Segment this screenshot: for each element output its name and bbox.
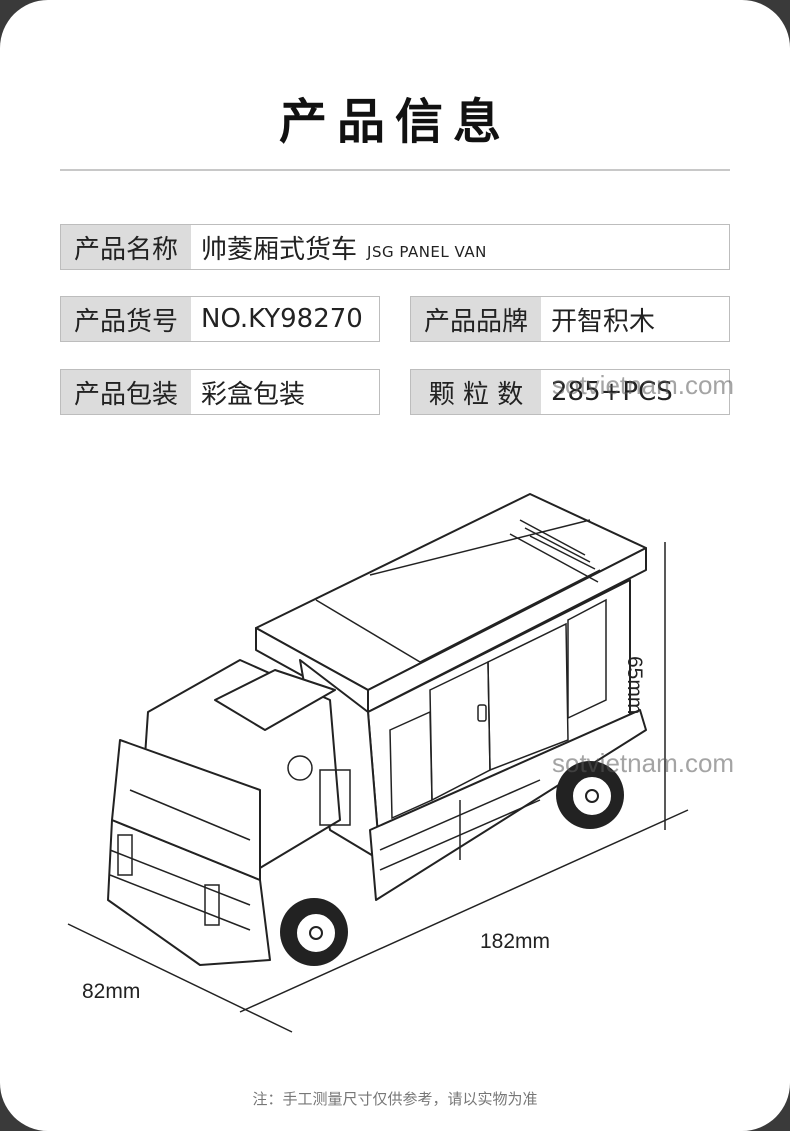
product-package-label: 产品包装 — [61, 370, 191, 414]
watermark-2: sotvietnam.com — [552, 748, 735, 778]
divider — [60, 169, 730, 171]
chassis-rail — [369, 709, 647, 901]
product-name-value: 帅菱厢式货车 JSG PANEL VAN — [191, 225, 487, 269]
cargo-roof-side-edge — [367, 547, 647, 713]
measurement-note: 注：手工测量尺寸仅供参考，请以实物为准 — [252, 1090, 538, 1108]
row-piece-count: 颗 粒 数 285+PCS — [410, 369, 730, 415]
row-product-sku: 产品货号 NO.KY98270 — [60, 296, 380, 342]
product-package-value: 彩盒包装 — [201, 379, 306, 410]
height-dimension: 65mm — [623, 656, 646, 715]
row-product-name: 产品名称 帅菱厢式货车 JSG PANEL VAN — [60, 224, 730, 270]
product-sku-value: NO.KY98270 — [201, 304, 363, 334]
roof-spoiler — [214, 669, 336, 731]
product-name-label: 产品名称 — [61, 225, 191, 269]
product-brand-label: 产品品牌 — [411, 297, 541, 341]
product-name-en: JSG PANEL VAN — [367, 243, 487, 261]
rear-wheel — [556, 761, 624, 829]
width-dim-line — [67, 923, 293, 1033]
windshield — [111, 739, 261, 881]
product-name-cn: 帅菱厢式货车 — [201, 234, 358, 265]
product-sku-label: 产品货号 — [61, 297, 191, 341]
watermark-1: sotvietnam.com — [552, 370, 735, 400]
row-product-package: 产品包装 彩盒包装 — [60, 369, 380, 415]
piece-count-label: 颗 粒 数 — [411, 370, 541, 414]
product-brand-value: 开智积木 — [551, 306, 656, 337]
length-dim-line — [239, 809, 689, 1013]
row-product-brand: 产品品牌 开智积木 — [410, 296, 730, 342]
page-title: 产品信息 — [278, 94, 511, 150]
width-dimension: 82mm — [82, 980, 141, 1003]
front-wheel — [280, 898, 348, 966]
piece-count-value: 285+PCS — [551, 377, 673, 407]
length-dimension: 182mm — [480, 930, 551, 953]
